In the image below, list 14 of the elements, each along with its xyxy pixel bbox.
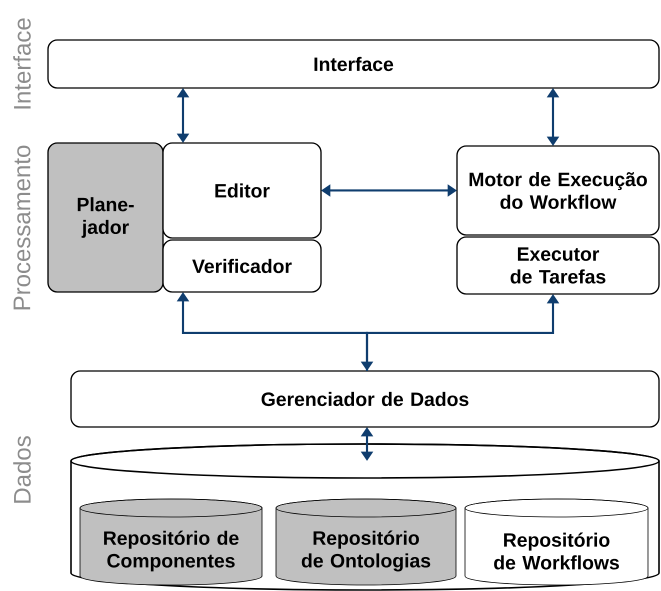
process-box: Executor de Tarefas (456, 236, 660, 295)
process-box: Editor (162, 142, 322, 239)
layer-label: Dados (13, 436, 31, 503)
layer-label: Interface (13, 18, 31, 108)
node-label: Repositório de Workflows (494, 532, 619, 570)
database-cylinder: Repositório de Componentes (80, 498, 262, 586)
process-box: Gerenciador de Dados (70, 370, 660, 428)
layer-label: Processamento (14, 146, 30, 310)
process-box: Interface (47, 39, 660, 89)
process-box: Verificador (162, 239, 322, 293)
process-box: Motor de Execução do Workflow (456, 145, 660, 236)
database-cylinder: Repositório de Workflows (464, 498, 648, 586)
process-box: Plane- jador (47, 142, 164, 293)
database-cylinder: Repositório de Ontologias (276, 498, 456, 586)
